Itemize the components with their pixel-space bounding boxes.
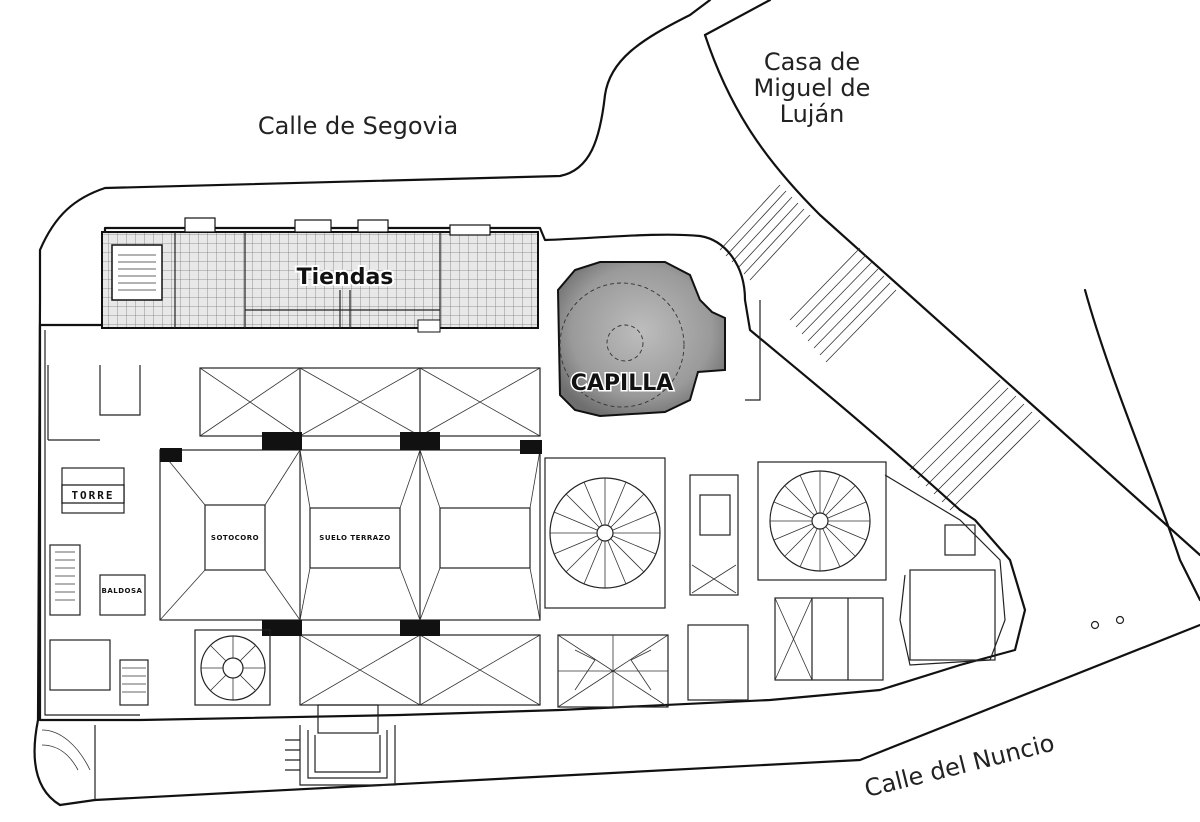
room-label-tiendas: Tiendas: [297, 265, 394, 290]
nave-vaults: [159, 367, 541, 706]
right-rooms: [745, 300, 1006, 666]
room-label-torre: TORRE: [71, 489, 114, 502]
room-label-capilla: CAPILLA: [571, 371, 674, 396]
crossing-dome: [544, 457, 666, 609]
left-rooms: [47, 365, 149, 706]
room-label-suelo-terrazo: SUELO TERRAZO: [319, 534, 390, 542]
corner-ramp: [41, 725, 96, 800]
star-vault: [557, 634, 669, 708]
right-vaults: [687, 474, 884, 701]
torre-box: [61, 484, 125, 504]
piers: [160, 432, 542, 636]
room-label-baldosa: BALDOSA: [102, 587, 143, 595]
casa-label-line1: Casa de: [764, 48, 860, 76]
entrance-porch: [285, 704, 396, 786]
casa-label-line2: Miguel de: [754, 74, 871, 102]
street-boundaries: [33, 0, 1200, 807]
room-label-sotocoro: SOTOCORO: [211, 534, 259, 542]
building-outline: [38, 226, 1027, 722]
capilla-chapel: [556, 261, 726, 418]
right-dome: [757, 461, 887, 581]
casa-label-line3: Luján: [780, 100, 845, 128]
tiendas-area: [101, 217, 539, 333]
exterior-stairs: [719, 184, 1041, 511]
street-label-segovia: Calle de Segovia: [258, 112, 458, 140]
street-label-nuncio: Calle del Nuncio: [862, 729, 1057, 803]
small-rotunda: [194, 629, 271, 706]
survey-markers: [1090, 615, 1125, 630]
